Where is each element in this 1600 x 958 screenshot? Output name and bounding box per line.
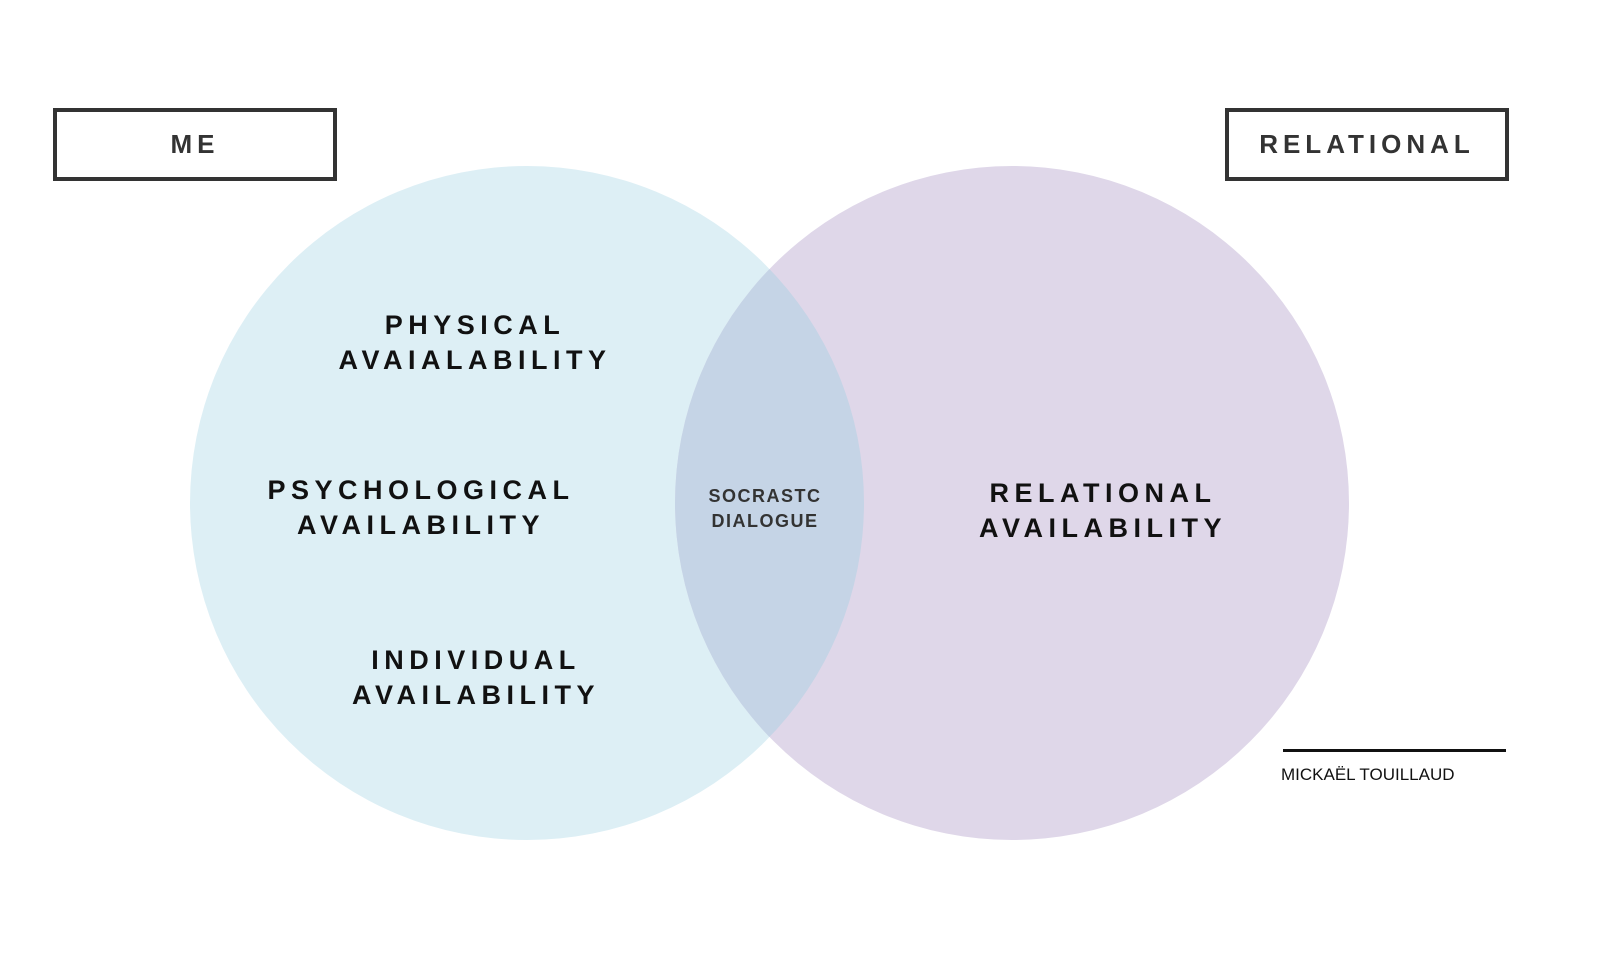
physical-availability: PHYSICAL AVAIALABILITY	[339, 308, 612, 378]
label-line: AVAILABILITY	[352, 680, 600, 710]
author-name: MICKAËL TOUILLAUD	[1281, 765, 1455, 784]
label-line: RELATIONAL	[989, 478, 1217, 508]
label-line: INDIVIDUAL	[371, 645, 581, 675]
label-line: PSYCHOLOGICAL	[267, 475, 575, 505]
label-line: SOCRASTC	[708, 486, 822, 506]
label-line: DIALOGUE	[711, 511, 819, 531]
author-divider	[1283, 749, 1506, 752]
label-line: AVAIALABILITY	[338, 345, 612, 375]
relational-availability: RELATIONAL AVAILABILITY	[979, 476, 1227, 546]
relational-label-box: RELATIONAL	[1225, 108, 1509, 181]
label-line: AVAILABILITY	[296, 510, 545, 540]
me-label: ME	[170, 129, 220, 159]
relational-circle	[675, 166, 1349, 840]
label-line: AVAILABILITY	[979, 513, 1227, 543]
socratic-dialogue: SOCRASTC DIALOGUE	[708, 484, 821, 534]
relational-label: RELATIONAL	[1259, 129, 1475, 159]
me-label-box: ME	[53, 108, 337, 181]
individual-availability: INDIVIDUAL AVAILABILITY	[352, 643, 600, 713]
me-circle	[190, 166, 864, 840]
psychological-availability: PSYCHOLOGICAL AVAILABILITY	[267, 473, 574, 543]
label-line: PHYSICAL	[384, 310, 566, 340]
